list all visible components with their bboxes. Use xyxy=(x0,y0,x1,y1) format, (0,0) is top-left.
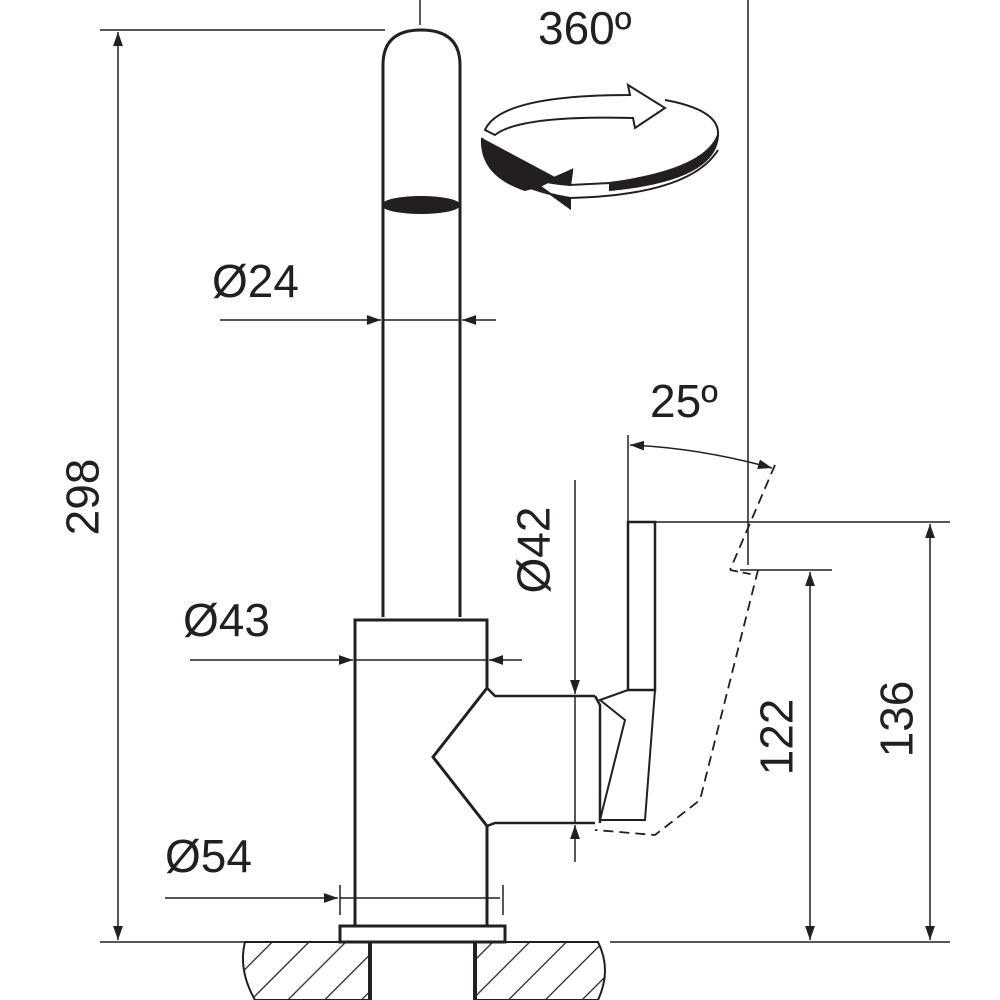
rotation-arrow-icon xyxy=(480,82,720,210)
lever-height-label: 136 xyxy=(870,680,923,758)
dimension-136 xyxy=(610,521,950,943)
dimension-d54 xyxy=(165,885,504,915)
dimension-122 xyxy=(740,569,832,940)
aerator xyxy=(382,196,460,214)
base-diameter-label: Ø54 xyxy=(165,830,252,882)
rotation-label: 360º xyxy=(538,2,632,54)
dimension-298 xyxy=(100,29,385,943)
dimension-25deg xyxy=(627,435,773,522)
outlet-diameter-label: Ø42 xyxy=(507,506,560,594)
outlet-housing xyxy=(486,687,602,828)
body-diameter-label: Ø43 xyxy=(183,594,270,646)
base-plate xyxy=(338,924,507,944)
countertop-section xyxy=(242,941,606,1000)
spout-diameter-label: Ø24 xyxy=(212,255,299,307)
lever-angle-label: 25º xyxy=(650,375,718,427)
outlet-height-label: 122 xyxy=(750,698,803,776)
spout xyxy=(381,28,462,617)
total-height-label: 298 xyxy=(56,458,109,536)
lever xyxy=(594,464,776,836)
faucet-body xyxy=(353,618,489,926)
